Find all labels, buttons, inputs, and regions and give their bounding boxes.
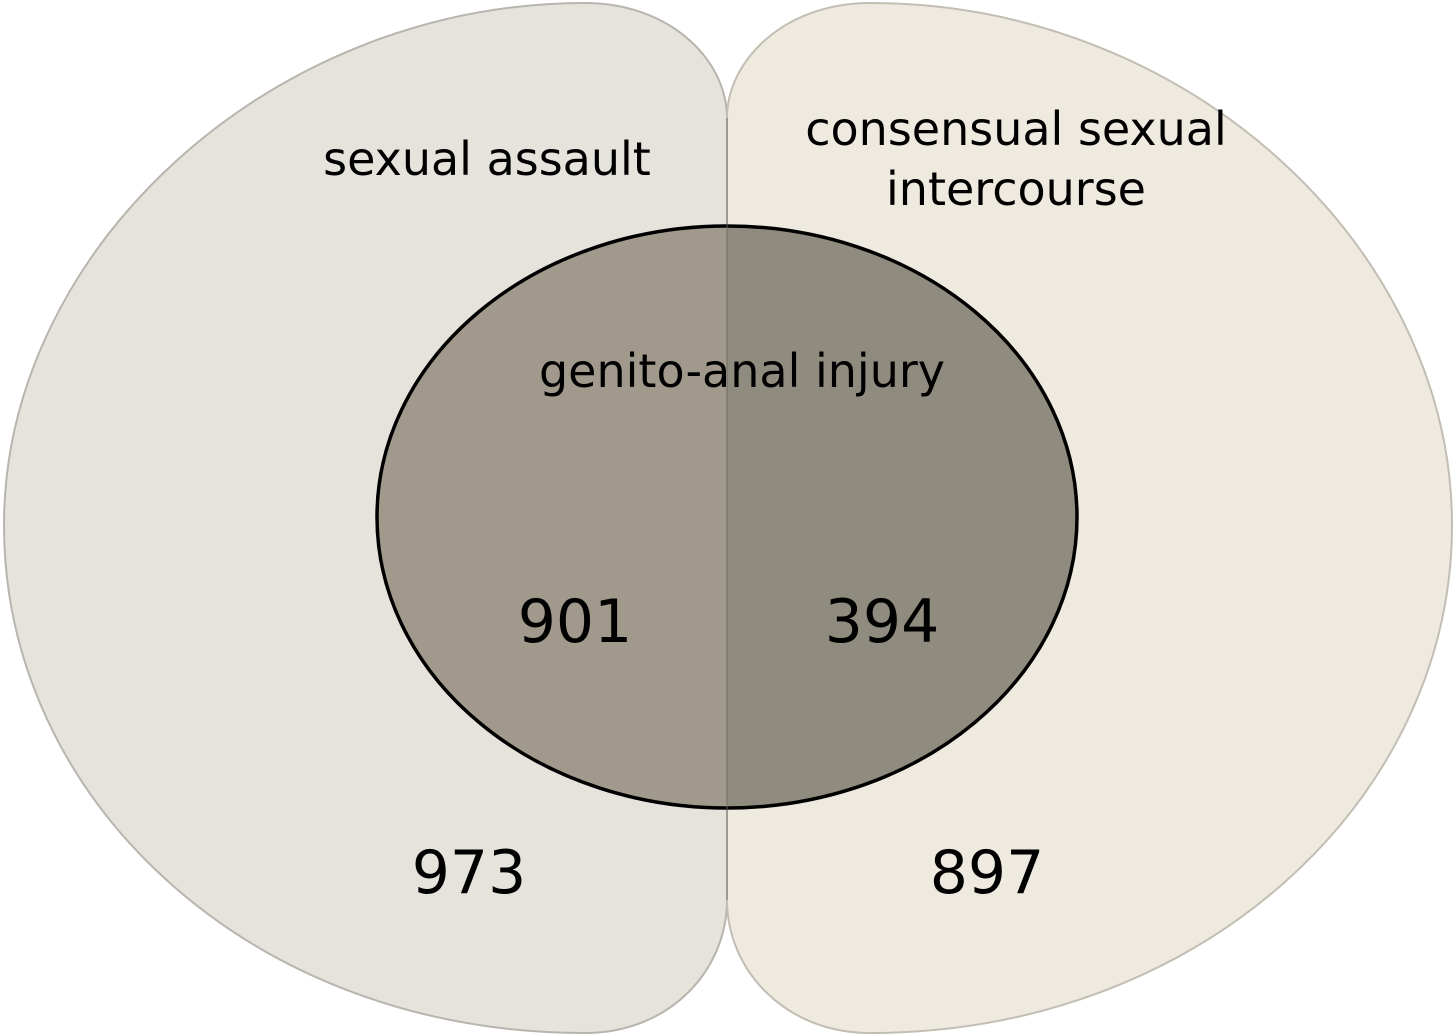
count-assault-with-injury: 901	[518, 587, 633, 657]
consensual-intercourse-region	[726, 1, 1454, 1035]
consensual-intercourse-label-line1: consensual sexual	[805, 102, 1227, 156]
sexual-assault-region	[2, 1, 728, 1035]
count-consensual-no-injury: 897	[930, 838, 1045, 908]
sexual-assault-label: sexual assault	[323, 132, 651, 186]
injury-sexual-assault-overlap	[377, 226, 727, 808]
injury-consensual-overlap	[727, 226, 1077, 808]
genito-anal-injury-label: genito-anal injury	[539, 344, 945, 398]
count-consensual-with-injury: 394	[825, 587, 940, 657]
consensual-intercourse-label-line2: intercourse	[886, 162, 1146, 216]
count-assault-no-injury: 973	[412, 838, 527, 908]
